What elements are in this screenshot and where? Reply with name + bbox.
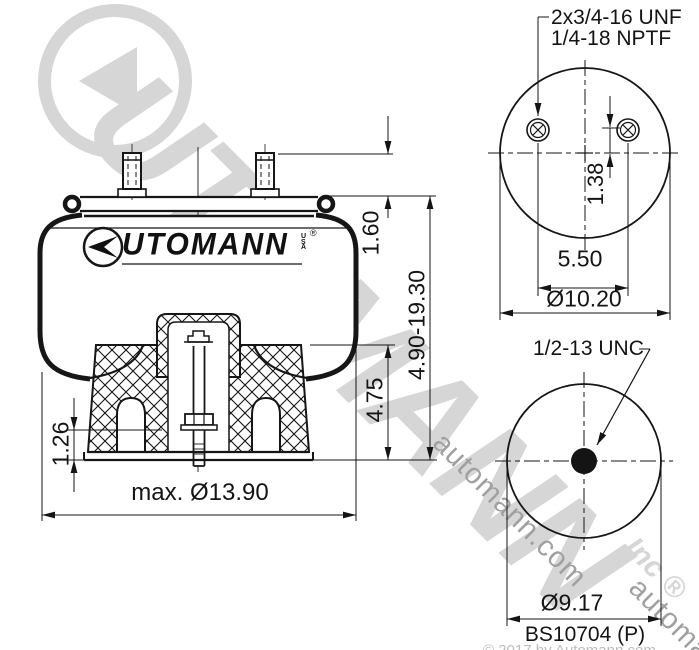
dim-base-offset: 1.26 <box>47 421 74 467</box>
side-view-dimensions <box>41 116 437 521</box>
dim-plate-diameter: Ø10.20 <box>546 285 622 312</box>
stud-hole-symbols <box>526 118 640 142</box>
dim-base-diameter: Ø9.17 <box>540 589 604 616</box>
dim-stud-height: 1.60 <box>357 210 384 256</box>
label-stud-thread: 2x3/4-16 UNF <box>551 6 682 29</box>
dim-overall-height: 4.90-19.30 <box>403 270 430 380</box>
brand-logo-arrow-icon <box>88 236 118 258</box>
mounting-studs <box>117 144 280 200</box>
brand-wordmark: UTOMANN <box>122 227 289 262</box>
dim-stud-spacing: 5.50 <box>557 245 603 272</box>
part-number: BS10704 (P) <box>524 623 646 646</box>
dim-piston-height: 4.75 <box>361 377 388 423</box>
top-view-dimensions <box>499 16 671 320</box>
bottom-view <box>495 372 673 550</box>
brand-registered-mark: ® <box>310 228 317 238</box>
label-mount-thread: 1/2-13 UNC <box>533 337 644 360</box>
brand-usa-text: USA <box>301 233 307 251</box>
mount-hole-symbol <box>571 448 597 474</box>
dim-max-diameter: max. Ø13.90 <box>131 479 269 506</box>
label-air-fitting-thread: 1/4-18 NPTF <box>551 27 672 50</box>
top-view <box>488 60 682 250</box>
bottom-view-dimensions <box>506 348 662 626</box>
piston <box>83 313 314 467</box>
dim-stud-offset: 1.38 <box>583 162 608 206</box>
side-view <box>37 144 359 472</box>
